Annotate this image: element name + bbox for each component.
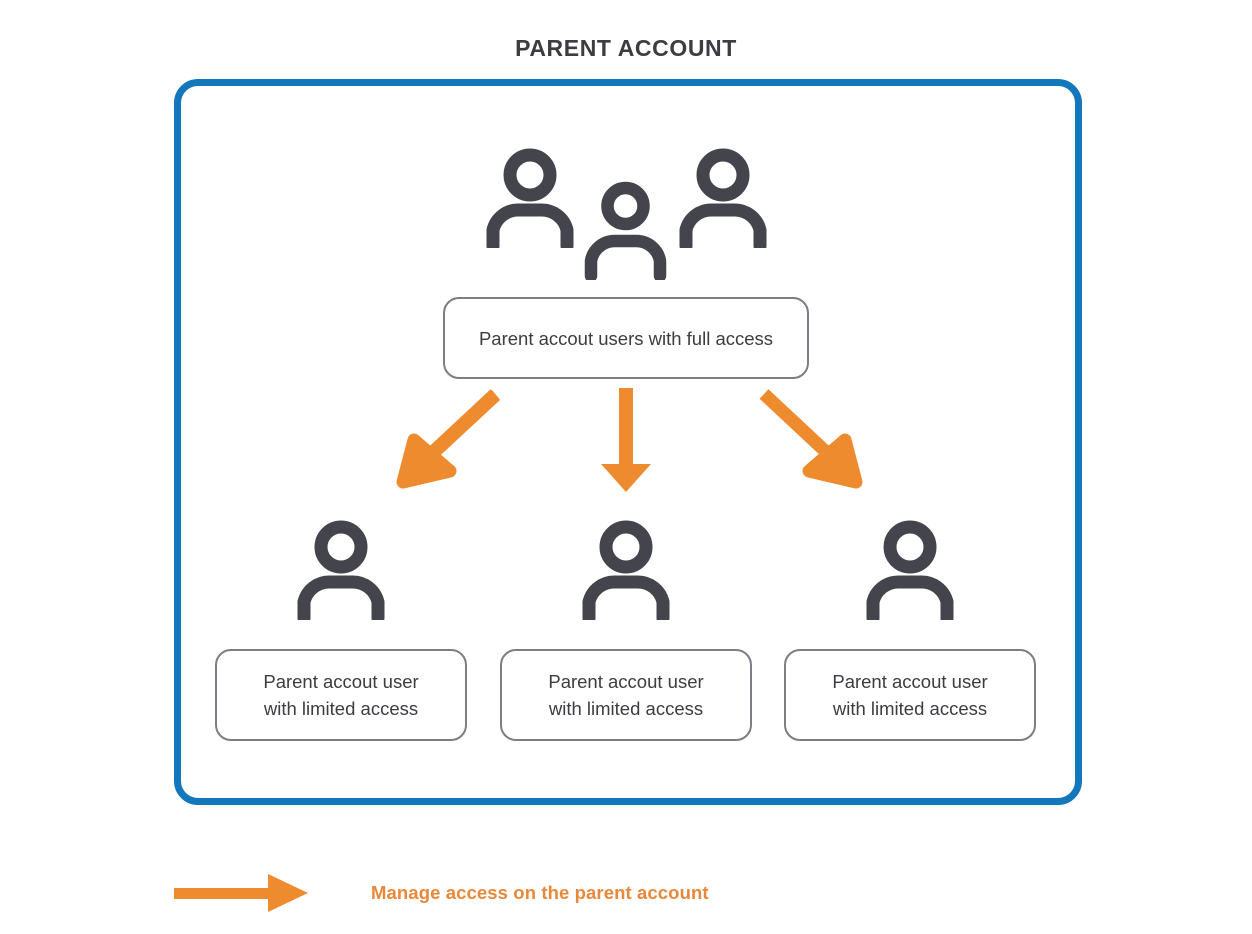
child-node: Parent accout user with limited access [784,520,1036,741]
right-arrow-icon [174,874,308,912]
child-node-label: Parent accout user with limited access [784,649,1036,741]
legend-label: Manage access on the parent account [371,882,709,903]
arrow-down-icon [601,388,651,492]
child-node-label: Parent accout user with limited access [500,649,752,741]
person-icon [679,148,767,248]
parent-node-label: Parent accout users with full access [443,297,809,379]
person-icon [297,520,385,620]
child-node: Parent accout user with limited access [215,520,467,741]
child-node: Parent accout user with limited access [500,520,752,741]
child-icon-wrap [784,520,1036,620]
person-icon [866,520,954,620]
child-icon-wrap [500,520,752,620]
arrow-down-right-icon [759,389,863,489]
person-icon [582,520,670,620]
page-title: PARENT ACCOUNT [515,35,737,61]
person-icon [486,148,574,248]
child-node-label: Parent accout user with limited access [215,649,467,741]
three-people-icon-group [484,148,776,280]
legend: Manage access on the parent account [174,872,709,914]
arrow-down-left-icon [396,389,500,489]
parent-node-label-text: Parent accout users with full access [478,327,774,349]
person-icon [584,181,667,280]
child-icon-wrap [215,520,467,620]
